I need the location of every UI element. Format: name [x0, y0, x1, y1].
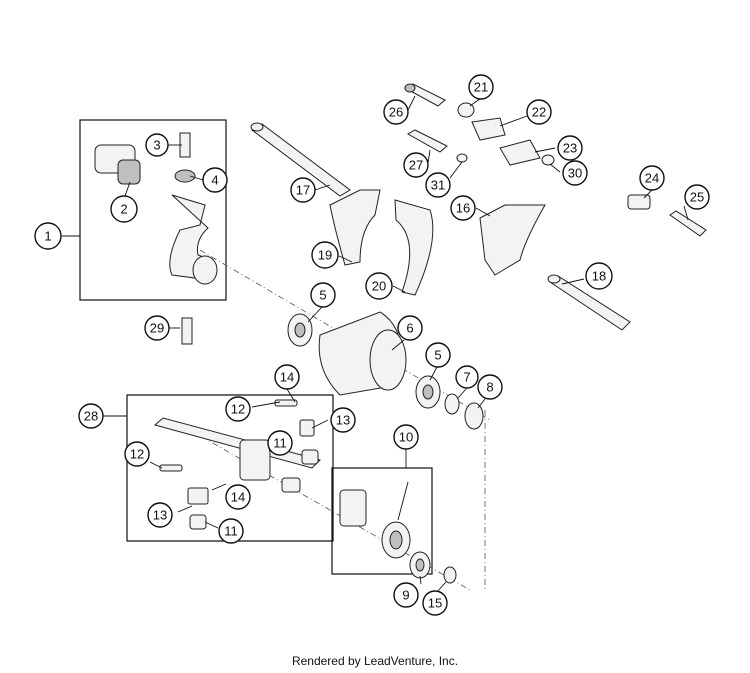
svg-text:9: 9: [402, 588, 409, 603]
svg-text:18: 18: [592, 269, 606, 284]
svg-text:23: 23: [563, 141, 577, 156]
svg-text:24: 24: [645, 171, 659, 186]
callout-29: 29: [144, 315, 170, 341]
callout-14b: 14: [225, 484, 251, 510]
callout-6: 6: [397, 315, 423, 341]
footer-credit: Rendered by LeadVenture, Inc.: [291, 654, 459, 668]
axis-line: [199, 249, 491, 421]
axis-line: [189, 429, 471, 591]
svg-text:10: 10: [399, 430, 413, 445]
svg-text:11: 11: [273, 436, 287, 451]
callout-2: 2: [110, 195, 138, 223]
callout-10: 10: [393, 424, 419, 450]
shift-lever-part: [94, 132, 218, 345]
callout-16: 16: [450, 195, 476, 221]
callout-15: 15: [422, 590, 448, 616]
svg-text:2: 2: [120, 202, 127, 217]
callout-17: 17: [290, 177, 316, 203]
callout-21: 21: [468, 74, 494, 100]
callout-12b: 12: [124, 441, 150, 467]
callout-3: 3: [145, 133, 169, 157]
svg-text:3: 3: [153, 138, 160, 153]
return-spring-part: [339, 481, 457, 584]
callout-12: 12: [225, 396, 251, 422]
callout-23: 23: [557, 135, 583, 161]
svg-text:11: 11: [224, 524, 238, 539]
callout-8: 8: [477, 374, 503, 400]
svg-text:31: 31: [431, 178, 445, 193]
svg-text:13: 13: [153, 508, 167, 523]
callout-14: 14: [274, 364, 300, 390]
callout-25: 25: [684, 184, 710, 210]
svg-text:14: 14: [231, 490, 245, 505]
svg-text:8: 8: [486, 380, 493, 395]
svg-text:21: 21: [474, 80, 488, 95]
svg-text:5: 5: [434, 348, 441, 363]
callout-7: 7: [455, 365, 479, 389]
callout-31: 31: [425, 172, 451, 198]
svg-text:25: 25: [690, 190, 704, 205]
svg-text:15: 15: [428, 596, 442, 611]
callout-26: 26: [383, 99, 409, 125]
shift-fork-part: [329, 189, 546, 296]
svg-text:16: 16: [456, 201, 470, 216]
svg-text:29: 29: [150, 321, 164, 336]
shift-drum-part: [287, 311, 484, 430]
callout-5b: 5: [425, 342, 451, 368]
svg-text:1: 1: [44, 229, 51, 244]
svg-text:7: 7: [463, 370, 470, 385]
svg-text:26: 26: [389, 105, 403, 120]
callout-19: 19: [311, 241, 339, 269]
callout-30: 30: [562, 160, 588, 186]
callout-28: 28: [78, 403, 104, 429]
shift-lever-group-frame: [79, 119, 227, 301]
svg-text:28: 28: [84, 409, 98, 424]
callout-5: 5: [310, 282, 336, 308]
callout-22: 22: [526, 99, 552, 125]
svg-text:30: 30: [568, 166, 582, 181]
callout-13b: 13: [147, 502, 173, 528]
callout-11: 11: [267, 430, 293, 456]
svg-text:27: 27: [409, 158, 423, 173]
svg-text:12: 12: [231, 402, 245, 417]
shift-shaft-group-frame: [126, 394, 334, 542]
svg-text:13: 13: [336, 413, 350, 428]
callout-9: 9: [393, 582, 419, 608]
callout-20: 20: [365, 272, 393, 300]
shift-rail-part: [250, 122, 631, 331]
callout-24: 24: [639, 165, 665, 191]
leader-lines: [62, 95, 689, 595]
svg-text:4: 4: [211, 173, 218, 188]
svg-text:14: 14: [280, 370, 294, 385]
callout-4: 4: [202, 167, 228, 193]
svg-text:12: 12: [130, 447, 144, 462]
callout-11b: 11: [218, 518, 244, 544]
callout-1: 1: [34, 222, 62, 250]
svg-text:20: 20: [372, 279, 386, 294]
spring-group-frame: [331, 467, 433, 575]
svg-text:19: 19: [318, 248, 332, 263]
detent-lever-part: [403, 83, 707, 237]
svg-text:6: 6: [406, 321, 413, 336]
svg-text:22: 22: [532, 105, 546, 120]
callout-13: 13: [330, 407, 356, 433]
svg-text:17: 17: [296, 183, 310, 198]
callout-27: 27: [403, 152, 429, 178]
svg-text:5: 5: [319, 288, 326, 303]
callout-18: 18: [585, 262, 613, 290]
